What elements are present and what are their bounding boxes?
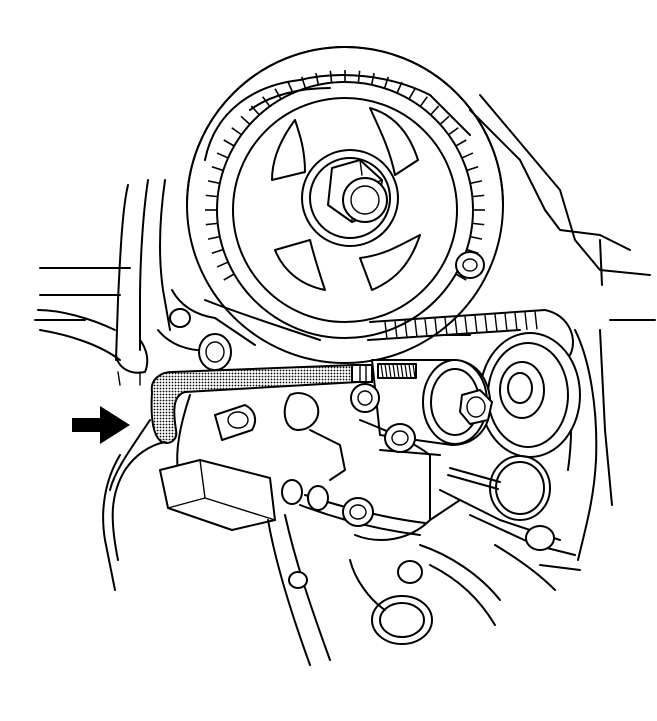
pulley-tooth <box>419 96 428 107</box>
belt-tooth <box>504 313 508 332</box>
belt-tooth <box>404 320 408 338</box>
belt-tooth <box>464 316 468 334</box>
belt-tooth <box>454 317 458 335</box>
lower-components <box>159 251 555 666</box>
threaded-rod <box>380 363 416 379</box>
belt-tooth <box>424 319 428 337</box>
pulley-tooth <box>408 88 416 100</box>
timing-belt <box>367 309 574 356</box>
pulley-tooth <box>383 76 390 89</box>
pulley-tooth <box>470 235 483 240</box>
pulley-tooth <box>472 194 485 198</box>
thread-line <box>392 363 396 379</box>
camshaft-timing-pulley <box>186 47 504 363</box>
pulley-tooth <box>231 127 242 136</box>
pulley-tooth <box>205 194 218 198</box>
belt-tooth <box>514 312 518 331</box>
belt-tooth <box>434 318 438 336</box>
pulley-tooth <box>223 139 235 147</box>
pulley-tooth <box>472 222 485 226</box>
hex-wrench <box>150 364 373 444</box>
belt-tooth <box>534 311 538 330</box>
belt-tooth <box>494 314 498 332</box>
pulley-tooth <box>211 248 224 255</box>
indicator-arrow <box>72 406 130 444</box>
belt-tooth <box>474 315 478 334</box>
pulley-tooth <box>216 152 229 159</box>
pulley-tooth <box>370 72 375 85</box>
pulley-tooth <box>262 96 271 107</box>
belt-teeth <box>384 311 538 340</box>
thread-line <box>400 363 404 379</box>
pulley-tooth <box>300 76 307 89</box>
pulley-tooth <box>287 81 294 94</box>
pulley-tooth <box>240 115 251 125</box>
pulley-tooth <box>207 235 220 240</box>
pulley-tooth <box>466 165 479 172</box>
pulley-tooth <box>430 105 440 116</box>
pulley-tooth <box>207 180 220 185</box>
belt-tooth <box>394 321 398 339</box>
pulley-tooth <box>461 152 474 159</box>
belt-tooth <box>444 317 448 336</box>
pulley-teeth <box>205 70 485 281</box>
belt-tooth <box>524 312 528 330</box>
pulley-tooth <box>455 273 467 281</box>
pulley-tooth <box>250 105 260 116</box>
pulley-bolt <box>327 159 388 223</box>
pulley-tooth <box>470 180 483 185</box>
thread-line <box>388 363 392 379</box>
thread-line <box>404 363 408 379</box>
belt-tooth <box>484 314 488 333</box>
idler-pulley <box>479 332 581 458</box>
pulley-tooth <box>274 88 282 100</box>
pulley-tooth <box>223 273 235 281</box>
pulley-tooth <box>205 222 218 226</box>
pulley-tooth <box>396 81 403 94</box>
pulley-tooth <box>211 165 224 172</box>
thread-line <box>412 363 416 379</box>
belt-tooth <box>384 321 388 340</box>
pulley-tooth <box>216 261 229 268</box>
thread-line <box>384 363 388 379</box>
pulley-tooth <box>455 139 467 147</box>
pulley-tooth <box>357 70 361 83</box>
pulley-tooth <box>448 127 459 136</box>
belt-tooth <box>414 319 418 338</box>
pulley-tooth <box>439 115 450 125</box>
timing-belt-tensioner <box>350 359 493 541</box>
thread-line <box>408 363 412 379</box>
thread-line <box>380 363 384 379</box>
pulley-tooth <box>329 70 333 83</box>
leader-line <box>111 441 166 561</box>
pulley-tooth <box>315 72 320 85</box>
retaining-pin <box>447 455 551 521</box>
thread-line <box>396 363 400 379</box>
